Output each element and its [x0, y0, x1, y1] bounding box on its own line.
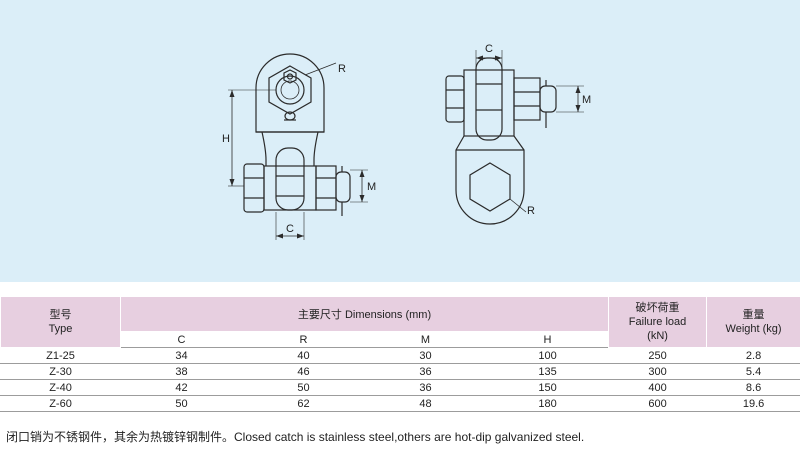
sub-header-m: M	[364, 331, 487, 348]
left-top-nut	[283, 69, 297, 84]
load-header-en: Failure load	[628, 316, 687, 328]
dimensions-header: 主要尺寸 Dimensions (mm)	[119, 296, 610, 332]
left-top-nut-hole	[286, 73, 294, 80]
cell-m: 30	[364, 347, 487, 364]
right-m-label: M	[582, 94, 591, 106]
cell-h: 100	[485, 347, 610, 364]
right-pin-shank	[513, 77, 541, 121]
left-c-label: C	[286, 223, 294, 235]
sub-header-h: H	[485, 331, 610, 348]
cell-r: 46	[242, 363, 365, 380]
right-pin-tip	[539, 85, 557, 113]
left-ball-inner	[280, 80, 300, 100]
sub-header-r: R	[242, 331, 365, 348]
left-neck	[261, 131, 319, 166]
cell-c: 50	[120, 395, 243, 412]
left-r-leader	[304, 62, 337, 76]
right-m-arrow-top	[575, 86, 581, 93]
left-r-label: R	[338, 63, 346, 75]
cell-weight: 19.6	[706, 395, 800, 412]
table-row: Z-60 50 62 48 180 600 19.6	[0, 395, 800, 412]
type-header-cn: 型号	[49, 309, 72, 321]
right-clevis-body	[463, 69, 515, 137]
left-clevis-body	[263, 165, 317, 211]
left-c-arrow-right	[297, 233, 304, 239]
right-view	[445, 50, 584, 225]
left-hex-hole	[268, 65, 312, 115]
left-view	[228, 53, 368, 240]
left-m-arrow-bottom	[359, 195, 365, 202]
load-header-unit: (kN)	[647, 330, 668, 342]
weight-header-cn: 重量	[742, 309, 765, 321]
table-row: Z-30 38 46 36 135 300 5.4	[0, 363, 800, 380]
left-h-arrow-bottom	[229, 179, 235, 186]
cell-weight: 5.4	[706, 363, 800, 380]
cell-h: 135	[485, 363, 610, 380]
weight-header: 重量 Weight (kg)	[706, 296, 800, 348]
right-pin-head	[445, 75, 465, 123]
left-pin-tip	[335, 171, 351, 203]
table-row: Z-40 42 50 36 150 400 8.6	[0, 379, 800, 396]
left-cotter	[284, 111, 296, 121]
cell-h: 150	[485, 379, 610, 396]
cell-type: Z-60	[0, 395, 121, 412]
z-clevis-drawing: H R M C C M R	[222, 43, 591, 240]
cell-h: 180	[485, 395, 610, 412]
right-c-arrow-left	[476, 55, 483, 61]
failure-load-header: 破坏荷重 Failure load (kN)	[608, 296, 708, 348]
left-pin-head	[243, 163, 265, 213]
right-eye-outline	[455, 135, 525, 225]
cell-c: 38	[120, 363, 243, 380]
left-ball-circle	[275, 75, 305, 105]
left-c-arrow-left	[276, 233, 283, 239]
cell-weight: 2.8	[706, 347, 800, 364]
cell-m: 48	[364, 395, 487, 412]
cell-type: Z-40	[0, 379, 121, 396]
right-c-label: C	[485, 43, 493, 55]
right-m-arrow-bottom	[575, 105, 581, 112]
left-m-label: M	[367, 181, 376, 193]
right-r-leader	[509, 198, 527, 213]
table-row: Z1-25 34 40 30 100 250 2.8	[0, 347, 800, 364]
cell-weight: 8.6	[706, 379, 800, 396]
left-pin-shank	[315, 165, 337, 211]
cell-type: Z1-25	[0, 347, 121, 364]
cell-type: Z-30	[0, 363, 121, 380]
material-footnote: 闭口销为不锈钢件，其余为热镀锌钢制件。Closed catch is stain…	[6, 430, 585, 444]
type-header: 型号 Type	[0, 296, 121, 348]
left-eye-outline	[255, 53, 325, 133]
sub-header-c: C	[120, 331, 243, 348]
left-m-arrow-top	[359, 170, 365, 177]
weight-header-en: Weight (kg)	[725, 323, 782, 335]
cell-c: 42	[120, 379, 243, 396]
left-h-arrow-top	[229, 90, 235, 97]
load-header-cn: 破坏荷重	[635, 302, 680, 314]
right-c-arrow-right	[495, 55, 502, 61]
right-hex-hole	[469, 162, 511, 212]
right-r-label: R	[527, 205, 535, 217]
cell-load: 300	[608, 363, 708, 380]
left-clevis-slot	[275, 147, 305, 211]
technical-drawing-panel: H R M C C M R	[0, 0, 800, 282]
specification-table: 型号 Type 主要尺寸 Dimensions (mm) 破坏荷重 Failur…	[0, 296, 800, 412]
cell-load: 600	[608, 395, 708, 412]
cell-c: 34	[120, 347, 243, 364]
cell-r: 62	[242, 395, 365, 412]
cell-load: 400	[608, 379, 708, 396]
cell-r: 50	[242, 379, 365, 396]
cell-r: 40	[242, 347, 365, 364]
left-h-label: H	[222, 133, 230, 145]
cell-load: 250	[608, 347, 708, 364]
type-header-en: Type	[48, 323, 73, 335]
cell-m: 36	[364, 363, 487, 380]
cell-m: 36	[364, 379, 487, 396]
